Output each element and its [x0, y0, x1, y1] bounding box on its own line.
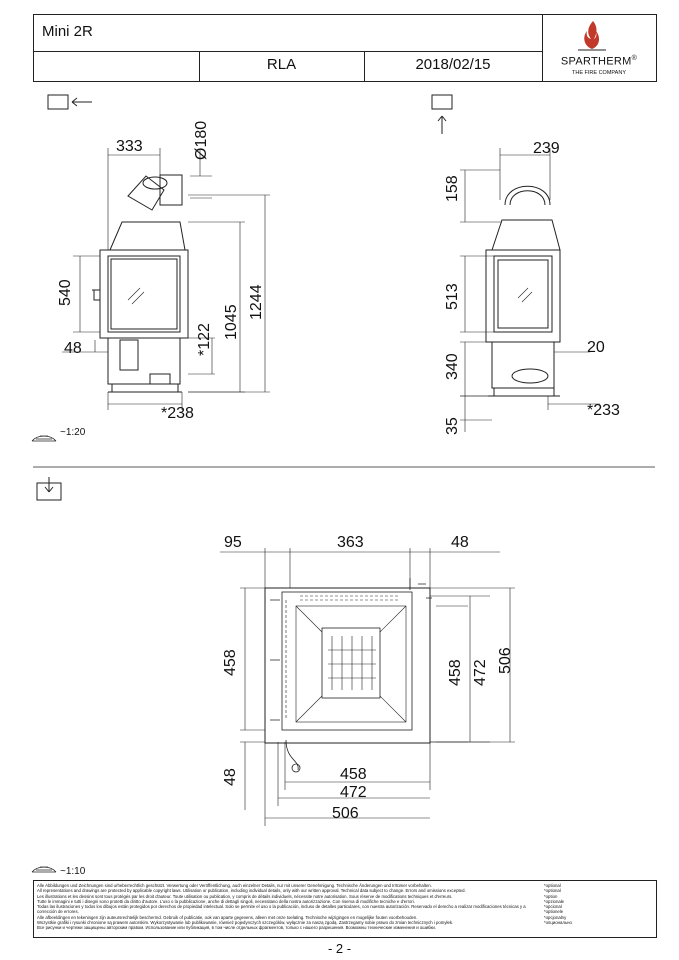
brand-tagline: THE FIRE COMPANY [572, 70, 626, 76]
dim-front-122: *122 [196, 323, 213, 356]
model-name: Mini 2R [42, 23, 93, 40]
dim-front-1244: 1244 [248, 284, 265, 320]
dim-side-158: 158 [444, 175, 461, 202]
dim-front-48: 48 [64, 340, 82, 357]
dim-plan-363: 363 [337, 534, 364, 551]
dim-front-540: 540 [57, 279, 74, 306]
dim-front-238: *238 [161, 405, 194, 422]
dim-side-233: *233 [587, 402, 620, 419]
disclaimer-box: Alle Abbildungen und Zeichnungen sind ur… [33, 880, 657, 938]
brand-name: SPARTHERM [560, 55, 632, 68]
page-number: - 2 - [327, 941, 352, 956]
dim-plan-bottom-458: 458 [340, 766, 367, 783]
plan-view-drawing [220, 548, 515, 826]
dim-side-513: 513 [444, 283, 461, 310]
dim-plan-left-458: 458 [222, 649, 239, 676]
flame-logo-icon [574, 19, 610, 55]
scale-lower: ~1:10 [60, 866, 86, 877]
variant-code: RLA [266, 56, 297, 73]
scale-upper: ~1:20 [60, 427, 86, 438]
front-view-icon [47, 94, 92, 110]
dim-plan-right-472: 472 [472, 659, 489, 686]
dim-side-35: 35 [444, 417, 461, 435]
dim-plan-bottom-472: 472 [340, 784, 367, 801]
title-block: Mini 2R RLA 2018/02/15 SPARTHERM® THE FI… [33, 14, 657, 82]
dim-plan-left-48: 48 [222, 768, 239, 786]
dim-front-1045: 1045 [223, 304, 240, 340]
side-view-drawing [460, 148, 600, 432]
scale-icon [31, 435, 57, 442]
disclaimer-text: Alle Abbildungen und Zeichnungen sind ur… [37, 883, 526, 931]
dim-side-20: 20 [587, 339, 605, 356]
dim-side-340: 340 [444, 353, 461, 380]
front-view-drawing [62, 148, 270, 410]
dim-plan-right-506: 506 [497, 647, 514, 674]
brand-mark: ® [631, 55, 638, 62]
dim-side-239: 239 [533, 140, 560, 157]
dim-plan-48: 48 [451, 534, 469, 551]
dim-plan-bottom-506: 506 [332, 805, 359, 822]
revision-date: 2018/02/15 [415, 56, 491, 73]
optional-legend: *optional *optional *option *opzionale *… [544, 883, 572, 926]
side-view-icon [431, 94, 453, 134]
dim-plan-right-458: 458 [447, 659, 464, 686]
plan-view-icon [36, 477, 62, 501]
dim-plan-95: 95 [224, 534, 242, 551]
dim-front-flue: Ø180 [193, 120, 210, 160]
dim-front-333: 333 [116, 138, 143, 155]
